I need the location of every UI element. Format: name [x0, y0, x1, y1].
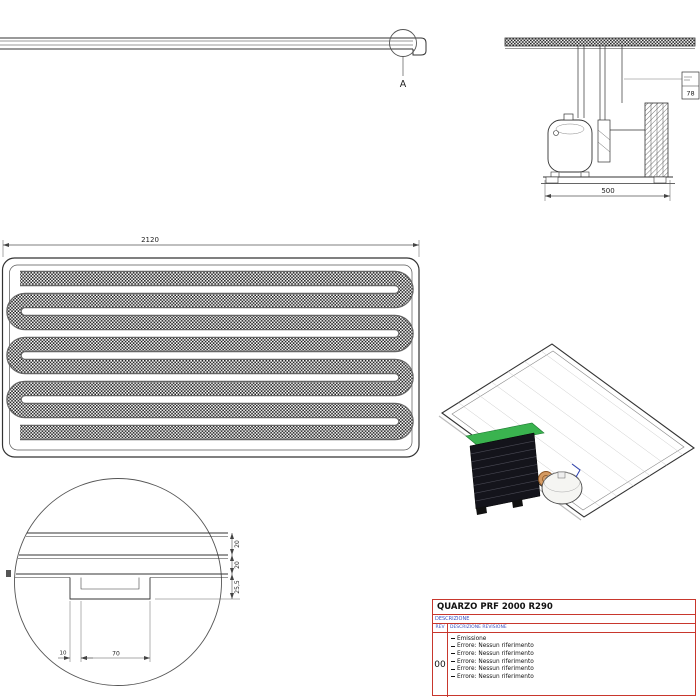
dimension-channel: 70 10 — [58, 601, 151, 662]
revision-row-label: Errore: Nessun riferimento — [457, 658, 534, 665]
evaporator-coil — [6, 270, 414, 441]
channel-width-dim-label: 70 — [112, 651, 120, 658]
revision-header-row: REV DESCRIZIONE REVISIONE — [433, 624, 695, 633]
iso-compressor-valve — [557, 471, 566, 479]
dimension-unit-width: 500 — [544, 180, 671, 201]
panel-length-dim-label: 2120 — [141, 236, 159, 244]
revision-row: Errore: Nessun riferimento — [448, 665, 695, 673]
top-view: 2120 — [1, 236, 420, 458]
rev-column-header: REV — [433, 624, 448, 632]
revision-row: Errore: Nessun riferimento — [448, 650, 695, 658]
filter-drier — [597, 119, 611, 163]
dimension-flag: 78 — [624, 71, 700, 100]
row-tick-icon — [451, 645, 455, 647]
drawing-title: QUARZO PRF 2000 R290 — [433, 600, 695, 615]
detail-callout-circle — [389, 29, 417, 57]
revision-row: Errore: Nessun riferimento — [448, 673, 695, 681]
channel-offset-dim-label: 10 — [60, 651, 67, 657]
rev-number: 00 — [433, 633, 448, 697]
panel-cross-section — [15, 532, 228, 600]
row-tick-icon — [451, 676, 455, 678]
title-block: QUARZO PRF 2000 R290 DESCRIZIONE REV DES… — [432, 599, 696, 697]
base-plate — [541, 176, 675, 184]
unit-width-dim-label: 500 — [601, 187, 614, 195]
row-tick-icon — [451, 638, 455, 640]
revision-row-label: Errore: Nessun riferimento — [457, 650, 534, 657]
detail-a-view: 20 20 25,5 70 10 — [6, 478, 241, 686]
detail-dim-bottom: 25,5 — [234, 580, 241, 594]
rev-desc-column-header: DESCRIZIONE REVISIONE — [450, 625, 507, 630]
condenser — [644, 102, 669, 178]
detail-dim-top: 20 — [234, 540, 241, 548]
condenser-fins — [470, 440, 540, 502]
isometric-view — [438, 343, 695, 521]
countertop-section — [504, 37, 696, 47]
side-profile-view: A — [0, 29, 427, 90]
profile-outline — [0, 37, 427, 56]
section-view: 500 78 — [504, 37, 700, 201]
pcb-board — [465, 422, 545, 447]
row-tick-icon — [451, 653, 455, 655]
condensing-unit — [465, 422, 583, 515]
row-tick-icon — [451, 661, 455, 663]
revision-row: Errore: Nessun riferimento — [448, 643, 695, 651]
compressor — [547, 113, 593, 178]
refrigerant-pipes — [577, 46, 645, 131]
revision-row-label: Errore: Nessun riferimento — [457, 666, 534, 673]
small-marker — [6, 570, 11, 577]
descrizione-label: DESCRIZIONE — [433, 615, 695, 624]
row-tick-icon — [451, 668, 455, 670]
detail-dim-mid: 20 — [234, 561, 241, 569]
revision-row: Errore: Nessun riferimento — [448, 658, 695, 666]
dimension-panel-length: 2120 — [2, 236, 420, 257]
unit-foot — [476, 506, 487, 515]
revision-body: 00 Emissione Errore: Nessun riferimento … — [433, 633, 695, 697]
unit-foot — [512, 499, 523, 508]
revision-row-label: Emissione — [457, 635, 487, 642]
dimension-thickness-chain: 20 20 25,5 — [155, 533, 241, 600]
detail-circle — [14, 478, 222, 686]
wire — [571, 463, 581, 478]
revision-rows: Emissione Errore: Nessun riferimento Err… — [448, 633, 695, 697]
revision-row: Emissione — [448, 635, 695, 643]
detail-callout-label: A — [400, 79, 407, 90]
flag-dim-label: 78 — [686, 90, 694, 98]
revision-row-label: Errore: Nessun riferimento — [457, 673, 534, 680]
revision-row-label: Errore: Nessun riferimento — [457, 643, 534, 650]
